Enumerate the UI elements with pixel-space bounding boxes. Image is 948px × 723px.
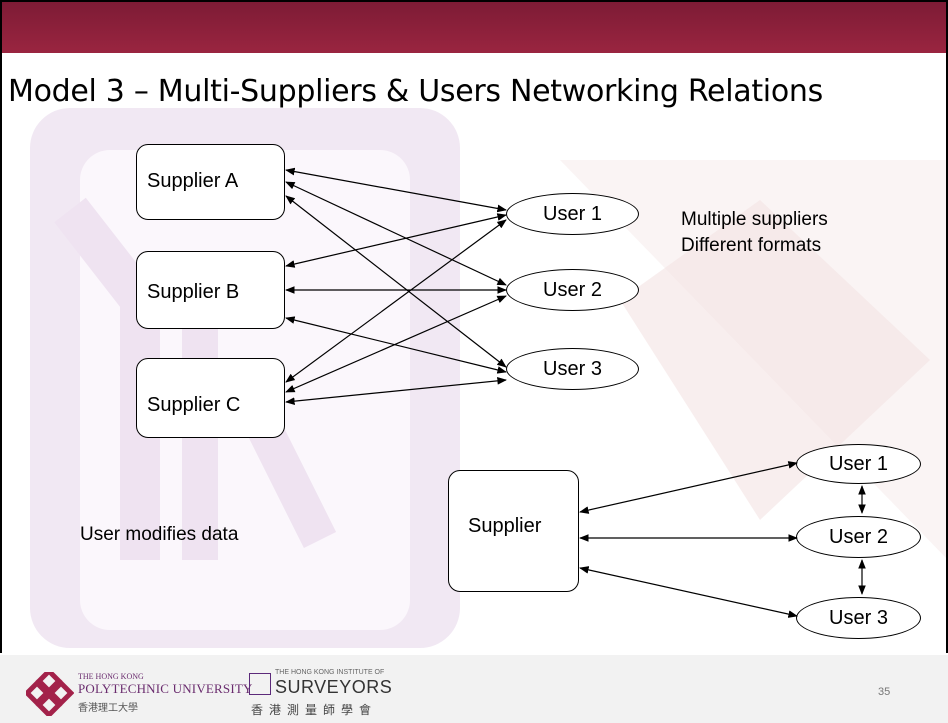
supplier-b-label: Supplier B bbox=[147, 281, 240, 303]
left-frame-line bbox=[0, 53, 2, 653]
header-bar bbox=[0, 0, 948, 53]
surveyors-name: SURVEYORS bbox=[275, 677, 393, 697]
arrow-a-user3 bbox=[285, 195, 507, 368]
polyu-small-text: THE HONG KONG bbox=[78, 672, 144, 681]
slide-title: Model 3 – Multi-Suppliers & Users Networ… bbox=[8, 74, 823, 109]
user-1-label: User 1 bbox=[543, 202, 602, 225]
arrow-a-user2 bbox=[285, 181, 507, 286]
arrow-c-user2 bbox=[285, 295, 507, 393]
page-number: 35 bbox=[878, 686, 891, 698]
right-frame-line bbox=[946, 53, 948, 653]
user-3-ellipse: User 3 bbox=[506, 348, 639, 390]
user-1-ellipse: User 1 bbox=[506, 193, 639, 235]
arrow-supplier-user1 bbox=[579, 461, 798, 514]
polyu-logo-icon bbox=[26, 672, 74, 716]
polyu-name: POLYTECHNIC UNIVERSITY bbox=[78, 681, 253, 696]
arrow-c-user3 bbox=[285, 377, 507, 405]
surveyors-chinese-name: 香港測量師學會 bbox=[251, 703, 378, 717]
supplier-a-label: Supplier A bbox=[147, 170, 239, 192]
polyu-chinese-name: 香港理工大學 bbox=[78, 703, 138, 714]
arrow-b-user1 bbox=[285, 213, 507, 268]
multi-supplier-note: Multiple suppliers Different formats bbox=[681, 207, 828, 259]
note-line-2: Different formats bbox=[681, 235, 822, 256]
arrow-c-user1 bbox=[285, 219, 507, 383]
bottom-user-1-label: User 1 bbox=[829, 452, 888, 475]
surveyors-small-text: THE HONG KONG INSTITUTE OF bbox=[275, 669, 385, 676]
bottom-user-3-ellipse: User 3 bbox=[796, 597, 921, 639]
arrow-b-user3 bbox=[285, 316, 507, 374]
bottom-user-2-ellipse: User 2 bbox=[796, 516, 921, 558]
supplier-label: Supplier bbox=[468, 515, 542, 537]
user-2-label: User 2 bbox=[543, 278, 602, 301]
surveyors-emblem-icon bbox=[249, 673, 271, 695]
bottom-user-1-ellipse: User 1 bbox=[796, 444, 921, 484]
supplier-a-box bbox=[136, 144, 285, 220]
supplier-c-label: Supplier C bbox=[147, 394, 241, 416]
arrow-supplier-user3 bbox=[579, 566, 798, 618]
note-line-1: Multiple suppliers bbox=[681, 209, 828, 230]
footer bbox=[0, 655, 948, 723]
bottom-user-2-label: User 2 bbox=[829, 525, 888, 548]
user-modifies-note: User modifies data bbox=[80, 524, 239, 545]
bottom-user-3-label: User 3 bbox=[829, 606, 888, 629]
supplier-b-box bbox=[136, 251, 285, 329]
user-3-label: User 3 bbox=[543, 357, 602, 380]
supplier-c-box bbox=[136, 358, 285, 438]
surveyors-logo: THE HONG KONG INSTITUTE OF SURVEYORS 香港測… bbox=[249, 669, 392, 719]
supplier-box bbox=[448, 470, 579, 592]
arrow-a-user1 bbox=[285, 167, 507, 213]
user-2-ellipse: User 2 bbox=[506, 269, 639, 311]
